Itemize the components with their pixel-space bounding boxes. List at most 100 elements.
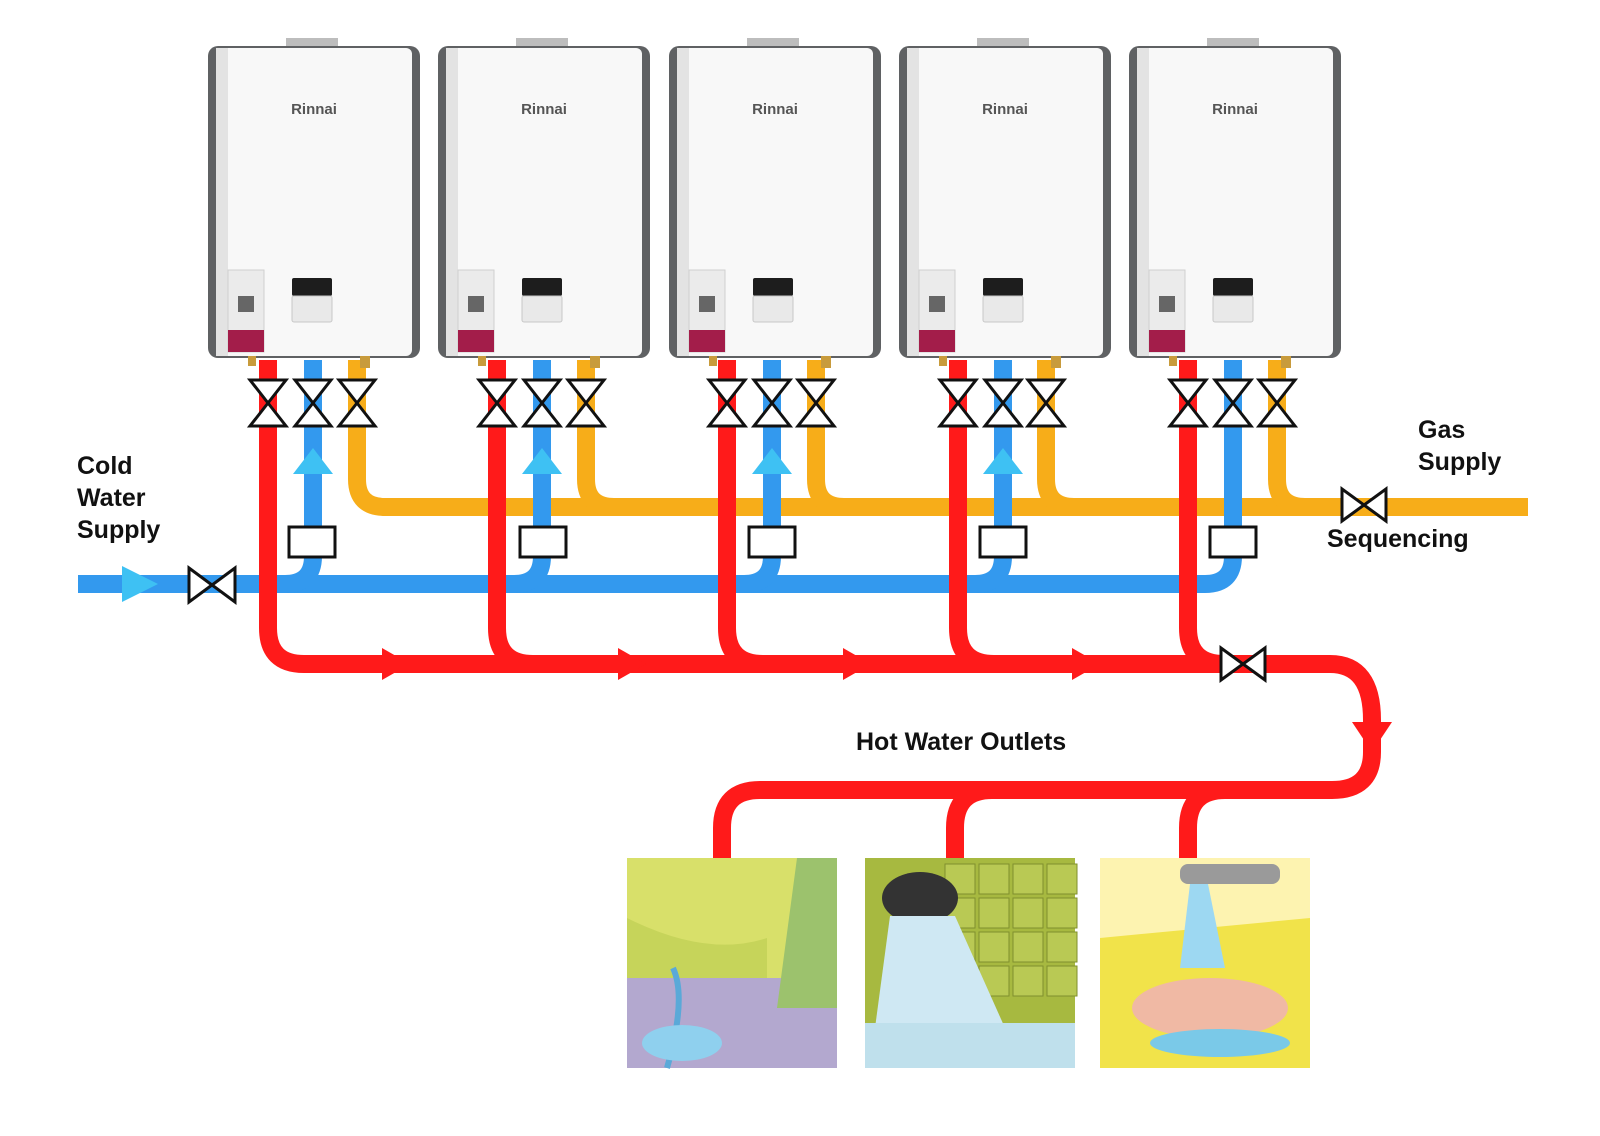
isolation-valve-gas-2-bottom xyxy=(564,400,608,428)
isolation-valve-hot-5 xyxy=(1166,378,1210,428)
heater-unit-1: Rinnai xyxy=(208,38,420,368)
isolation-valve-gas-5 xyxy=(1255,378,1299,428)
heater-brand-logo: Rinnai xyxy=(521,101,567,118)
heater-front-cover xyxy=(216,48,412,356)
cold-water-supply-label: Cold Water Supply xyxy=(77,450,160,546)
isolation-valve-gas-4-top xyxy=(1024,378,1068,406)
heater-fitting-left xyxy=(248,356,256,366)
qr-code-icon xyxy=(929,296,945,312)
heater-left-bevel xyxy=(677,48,689,356)
isolation-valve-cold-1 xyxy=(291,378,335,428)
flow-sensor-box-1 xyxy=(287,525,337,559)
gas-riser-3 xyxy=(807,360,845,516)
heater-fitting-gas xyxy=(821,356,831,368)
isolation-valve-hot-4-top xyxy=(936,378,980,406)
isolation-valve-hot-3 xyxy=(705,378,749,428)
gas-riser-2 xyxy=(577,360,615,516)
heater-control-panel xyxy=(291,295,333,323)
hot-flow-arrow-2 xyxy=(618,648,646,680)
hot-branch-shower xyxy=(946,781,993,862)
shower-outlet xyxy=(865,858,1078,1068)
gas-supply-label-line-1: Gas xyxy=(1418,416,1466,444)
heater-front-cover xyxy=(677,48,873,356)
heater-fitting-gas xyxy=(1051,356,1061,368)
wall-tile xyxy=(1012,965,1044,997)
heater-fitting-gas xyxy=(360,356,370,368)
heater-front-cover xyxy=(446,48,642,356)
isolation-valve-cold-3-bottom xyxy=(750,400,794,428)
cold-water-label-line-2: Water xyxy=(77,484,146,512)
isolation-valve-hot-2-top xyxy=(475,378,519,406)
hot-branch-basin xyxy=(1179,781,1226,862)
isolation-valve-gas-3 xyxy=(794,378,838,428)
qr-code-icon xyxy=(699,296,715,312)
gas-supply-label-line-2: Supply xyxy=(1418,448,1502,476)
qr-code-icon xyxy=(468,296,484,312)
isolation-valve-hot-3-top xyxy=(705,378,749,406)
isolation-valve-gas-2 xyxy=(564,378,608,428)
isolation-valve-gas-2-top xyxy=(564,378,608,406)
isolation-valve-hot-4 xyxy=(936,378,980,428)
sequencing-label: Sequencing xyxy=(1327,525,1469,553)
cold-supply-valve-right xyxy=(209,565,237,605)
isolation-valve-cold-5 xyxy=(1211,378,1255,428)
isolation-valve-cold-2 xyxy=(520,378,564,428)
flue-collar xyxy=(977,38,1029,48)
heater-left-bevel xyxy=(907,48,919,356)
gas-supply-valve-right xyxy=(1361,486,1388,524)
hot-flow-arrow-down xyxy=(1352,722,1392,752)
isolation-valve-cold-1-bottom xyxy=(291,400,335,428)
tap-water-stream xyxy=(1180,884,1225,968)
valves-and-controls xyxy=(122,378,1392,752)
wall-tile xyxy=(1046,965,1078,997)
isolation-valve-cold-2-bottom xyxy=(520,400,564,428)
isolation-valve-hot-1 xyxy=(246,378,290,428)
flow-sensor-box-4 xyxy=(978,525,1028,559)
heater-brand-logo: Rinnai xyxy=(752,101,798,118)
hot-flow-arrow-4 xyxy=(1072,648,1100,680)
hand-basin-outlet xyxy=(1100,858,1310,1068)
wall-tile xyxy=(1046,863,1078,895)
heater-left-bevel xyxy=(1137,48,1149,356)
heater-front-cover xyxy=(907,48,1103,356)
sticker-red-band xyxy=(228,330,264,352)
flow-sensor-box-2 xyxy=(518,525,568,559)
heater-brand-logo: Rinnai xyxy=(291,101,337,118)
isolation-valve-gas-4-bottom xyxy=(1024,400,1068,428)
flow-sensor-box-5 xyxy=(1208,525,1258,559)
isolation-valve-gas-3-bottom xyxy=(794,400,838,428)
tap-spout xyxy=(1180,864,1280,884)
heater-fitting-left xyxy=(1169,356,1177,366)
gas-supply-label: Gas Supply xyxy=(1418,414,1501,478)
isolation-valve-cold-4-bottom xyxy=(981,400,1025,428)
hot-outlet-valve-right xyxy=(1240,645,1267,683)
cold-up-arrow-3 xyxy=(752,448,792,474)
hot-outlet-valve xyxy=(1219,645,1267,683)
cold-up-arrow-2 xyxy=(522,448,562,474)
isolation-valve-cold-5-bottom xyxy=(1211,400,1255,428)
wall-tile xyxy=(978,863,1010,895)
gas-riser-5 xyxy=(1268,360,1306,516)
isolation-valve-cold-3 xyxy=(750,378,794,428)
isolation-valve-hot-5-top xyxy=(1166,378,1210,406)
isolation-valve-gas-4 xyxy=(1024,378,1068,428)
heater-control-panel xyxy=(521,295,563,323)
cold-water-label-line-3: Supply xyxy=(77,516,161,544)
heater-control-panel xyxy=(752,295,794,323)
heater-left-bevel xyxy=(216,48,228,356)
cupped-hands xyxy=(1132,978,1288,1038)
flow-sensor-box-3 xyxy=(747,525,797,559)
cold-supply-valve-left xyxy=(187,565,215,605)
flue-collar xyxy=(747,38,799,48)
heater-display xyxy=(292,278,332,296)
isolation-valve-cold-4-top xyxy=(981,378,1025,406)
cold-supply-flow-arrow xyxy=(122,566,158,602)
isolation-valve-hot-2-bottom xyxy=(475,400,519,428)
isolation-valve-gas-5-bottom xyxy=(1255,400,1299,428)
heater-control-panel xyxy=(1212,295,1254,323)
isolation-valve-hot-1-top xyxy=(246,378,290,406)
isolation-valve-cold-3-top xyxy=(750,378,794,406)
wall-tile xyxy=(1012,931,1044,963)
hot-outlet-valve-left xyxy=(1219,645,1246,683)
